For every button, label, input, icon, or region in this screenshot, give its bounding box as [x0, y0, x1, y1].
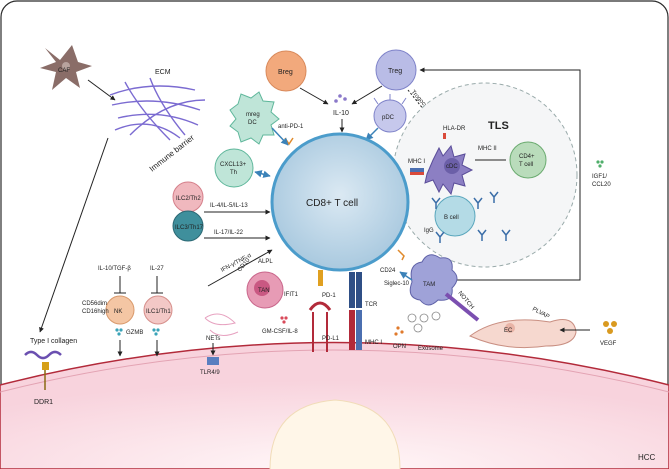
cd24-label: CD24 [380, 268, 396, 274]
b-cell [434, 195, 476, 237]
cxcl13-label-2: Th [230, 170, 237, 176]
collagen-icon [24, 350, 62, 360]
anti-pd1-label: anti-PD-1 [278, 124, 304, 130]
ec-label: EC [504, 328, 513, 334]
pd1-label: PD-1 [322, 293, 336, 299]
mreg-dc-label-1: mreg [246, 112, 260, 118]
nk-label: NK [114, 309, 122, 315]
breg-cell [265, 50, 307, 92]
b-cell-label: B cell [444, 215, 459, 221]
mhc-i-bottom-label: MHC I [365, 340, 382, 346]
immune-barrier-label: Immune barrier [148, 133, 197, 174]
il10-tgfb-label: IL-10/TGF-β [98, 266, 131, 272]
tls-label: TLS [488, 120, 509, 132]
hcc-label: HCC [638, 453, 656, 462]
cd16-label: CD16high [82, 309, 109, 315]
ecm-fiber-icon [109, 77, 206, 141]
exosome-icon [407, 311, 441, 333]
il17-il22-label: IL-17/IL-22 [214, 230, 244, 236]
opn-label: OPN [393, 344, 406, 350]
ilc3-th17-cell [172, 210, 204, 242]
vegf-label: VEGF [600, 341, 617, 347]
il27-label: IL-27 [150, 266, 164, 272]
ilc1-th1-label: ILC1/Th1 [146, 309, 171, 315]
alpl-label: ALPL [258, 259, 273, 265]
tam-label: TAM [423, 282, 435, 288]
tan-label: TAN [258, 288, 270, 294]
mhc-ii-label: MHC II [478, 146, 497, 152]
gm-csf-il8-label: GM-CSF/IL-8 [262, 329, 298, 335]
pdc-label: pDC [382, 115, 395, 121]
antibody-icon [431, 191, 511, 243]
treg-cell [375, 49, 417, 91]
il10-label: IL-10 [333, 110, 349, 117]
receptor-icon [443, 133, 446, 139]
ccl20-label: CCL20 [592, 182, 611, 188]
nets-label: NETs [206, 336, 220, 342]
mreg-dc-cell [229, 91, 280, 145]
cd4-t-cell [509, 141, 547, 179]
nk-cell [105, 295, 135, 325]
mreg-dc-label-2: DC [248, 120, 257, 126]
ifit1-label: IFIT1 [284, 292, 299, 298]
cxcl13-th-cell [214, 148, 254, 188]
plvap-label: PLVAP [531, 306, 550, 320]
ilc2-th2-label: ILC2/Th2 [176, 196, 201, 202]
cxcl13-label-1: CXCL13+ [220, 162, 247, 168]
caf-icon [40, 45, 92, 90]
cd56-label: CD56dim [82, 301, 107, 307]
igf1-label: IGF1/ [592, 174, 607, 180]
ilc3-th17-label: ILC3/Th17 [175, 225, 204, 231]
tan-cell [204, 271, 284, 336]
hla-dr-label: HLA-DR [443, 126, 466, 132]
notch-receptor [444, 292, 480, 322]
cdc-cell [424, 144, 474, 196]
receptor-icon [308, 270, 332, 352]
tumor-tissue [0, 341, 669, 469]
receptor-icon [207, 357, 219, 365]
siglec10-label: Siglec-10 [384, 281, 410, 287]
cd4-label-1: CD4+ [519, 154, 535, 160]
receptor-icon [349, 272, 362, 350]
il4-il5-il13-label: IL-4/IL-5/IL-13 [210, 203, 248, 209]
breg-label: Breg [278, 69, 293, 76]
mhc-i-top-label: MHC I [408, 159, 425, 165]
cd4-label-2: T cell [519, 162, 533, 168]
ddr1-label: DDR1 [34, 399, 53, 406]
tam-cell [409, 254, 458, 306]
ec-cell [469, 319, 577, 349]
treg-label: Treg [388, 68, 402, 75]
cytokine-dot-icon [115, 328, 160, 336]
type1-collagen-label: Type I collagen [30, 338, 77, 345]
gzmb-label: GZMB [126, 330, 143, 336]
tcr-label: TCR [365, 302, 378, 308]
pdl1-label: PD-L1 [322, 336, 340, 342]
cd8-t-cell [270, 132, 410, 272]
cytokine-dot-icon [596, 160, 604, 168]
cytokine-dot-icon [603, 321, 617, 334]
exosome-label: Exosome [418, 346, 444, 352]
ilc1-th1-cell [143, 295, 173, 325]
cytokine-dot-icon [334, 94, 347, 103]
ddr1-receptor-icon [42, 362, 49, 370]
cytokine-dot-icon [394, 326, 404, 336]
cytokine-dot-icon [280, 316, 288, 324]
cdc-label: cDC [446, 164, 458, 170]
igg-label: IgG [424, 228, 434, 234]
feedback-arrow [419, 67, 581, 281]
pdc-cell [373, 94, 407, 133]
cd8-t-cell-label: CD8+ T cell [306, 198, 358, 209]
caf-label: CAF [58, 68, 70, 74]
tlr49-label: TLR4/9 [200, 370, 220, 376]
ecm-label: ECM [155, 69, 171, 76]
